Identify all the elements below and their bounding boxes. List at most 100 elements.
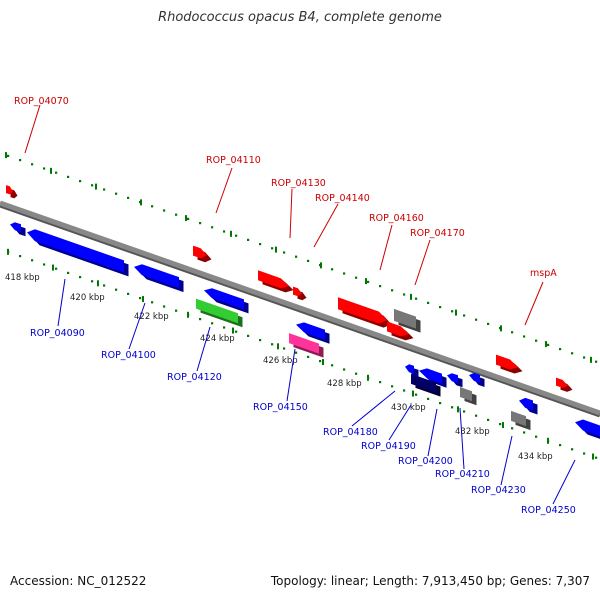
- ruler-dot: [31, 163, 34, 166]
- kbp-tick-label: 422 kbp: [134, 312, 169, 322]
- gene-label-rop-04150: ROP_04150: [253, 402, 308, 413]
- ruler-dot: [7, 154, 10, 157]
- ruler-dot: [103, 284, 106, 287]
- ruler-dot: [247, 238, 250, 241]
- ruler-dot: [475, 414, 478, 417]
- gene-rop-04170: [387, 321, 414, 341]
- ruler-dot: [139, 297, 142, 300]
- ruler-dot: [91, 184, 94, 187]
- gene-face: [419, 368, 442, 384]
- gene-label-rop-04160: ROP_04160: [369, 213, 424, 224]
- ruler-dot: [463, 314, 466, 317]
- ruler-dot: [163, 209, 166, 212]
- ruler-dot: [271, 247, 274, 250]
- ruler-dot: [451, 406, 454, 409]
- ruler-dot: [511, 331, 514, 334]
- ruler-dot: [31, 259, 34, 262]
- ruler-dot: [583, 356, 586, 359]
- gene-label-rop-04190: ROP_04190: [361, 441, 416, 452]
- genome-stats-text: Topology: linear; Length: 7,913,450 bp; …: [270, 574, 590, 588]
- label-leader-line: [128, 302, 146, 350]
- ruler-dot: [103, 188, 106, 191]
- gene-face: [289, 333, 319, 354]
- gene-label-rop-04130: ROP_04130: [271, 178, 326, 189]
- label-leader-line: [427, 408, 438, 457]
- gene-face: [6, 185, 13, 195]
- gene-face: [387, 321, 409, 337]
- gene-face: [193, 245, 207, 259]
- ruler-dot: [283, 347, 286, 350]
- kbp-tick-label: 424 kbp: [200, 334, 235, 344]
- label-leader-line: [313, 203, 339, 248]
- ruler-dot: [331, 364, 334, 367]
- ruler-dot: [559, 444, 562, 447]
- ruler-dot: [115, 288, 118, 291]
- label-leader-line: [57, 278, 66, 327]
- ruler-dot: [259, 243, 262, 246]
- gene-rop-04230: [511, 410, 531, 431]
- gene-face: [296, 322, 325, 340]
- gene-reverse-424: [204, 288, 249, 314]
- ruler-dot: [595, 456, 598, 459]
- ruler-dot: [331, 268, 334, 271]
- ruler-dot: [19, 255, 22, 258]
- ruler-dot: [391, 385, 394, 388]
- label-leader-line: [196, 326, 211, 372]
- ruler-dot: [583, 452, 586, 455]
- gene-rop-04090: [27, 229, 129, 277]
- gene-rop-04120: [196, 298, 243, 328]
- ruler-dot: [439, 306, 442, 309]
- ruler-dot: [355, 276, 358, 279]
- ruler-dot: [559, 348, 562, 351]
- ruler-dot: [571, 352, 574, 355]
- ruler-dot: [307, 259, 310, 262]
- ruler-dot: [187, 217, 190, 220]
- gene-gray-forward: [394, 308, 421, 333]
- gene-face: [460, 387, 472, 402]
- gene-face: [511, 410, 526, 427]
- ruler-dot: [247, 334, 250, 337]
- ruler-dot: [379, 381, 382, 384]
- ruler-dot: [427, 301, 430, 304]
- gene-face: [405, 364, 414, 374]
- ruler-dot: [283, 251, 286, 254]
- ruler-dot: [571, 448, 574, 451]
- gene-reverse-430: [419, 368, 447, 388]
- gene-label-rop-04100: ROP_04100: [101, 350, 156, 361]
- gene-reverse-434: [519, 397, 538, 415]
- label-leader-line: [286, 348, 296, 402]
- kbp-tick-label: 426 kbp: [263, 356, 298, 366]
- ruler-dot: [523, 431, 526, 434]
- ruler-dot: [43, 263, 46, 266]
- gene-label-rop-04210: ROP_04210: [435, 469, 490, 480]
- label-leader-line: [552, 459, 576, 505]
- gene-reverse-432: [469, 372, 485, 387]
- ruler-dot: [211, 226, 214, 229]
- ruler-dot: [67, 175, 70, 178]
- gene-rop-04110: [193, 245, 212, 263]
- accession-text: Accession: NC_012522: [10, 574, 147, 588]
- gene-label-rop-04120: ROP_04120: [167, 372, 222, 383]
- upper-ruler-track: [5, 152, 598, 363]
- gene-face: [411, 373, 436, 393]
- ruler-dot: [595, 360, 598, 363]
- ruler-dot: [295, 351, 298, 354]
- ruler-dot: [427, 397, 430, 400]
- ruler-dot: [55, 267, 58, 270]
- ruler-dot: [115, 192, 118, 195]
- gene-face: [394, 308, 416, 329]
- ruler-dot: [259, 339, 262, 342]
- ruler-dot: [355, 372, 358, 375]
- ruler-dot: [511, 427, 514, 430]
- gene-face: [519, 397, 533, 411]
- ruler-dot: [535, 435, 538, 438]
- label-leader-line: [215, 167, 233, 214]
- ruler-dot: [307, 355, 310, 358]
- ruler-dot: [343, 272, 346, 275]
- kbp-tick-label: 428 kbp: [327, 379, 362, 389]
- gene-label-rop-04110: ROP_04110: [206, 155, 261, 166]
- ruler-dot: [487, 418, 490, 421]
- ruler-dot: [235, 234, 238, 237]
- ruler-dot: [199, 222, 202, 225]
- gene-label-rop-04090: ROP_04090: [30, 328, 85, 339]
